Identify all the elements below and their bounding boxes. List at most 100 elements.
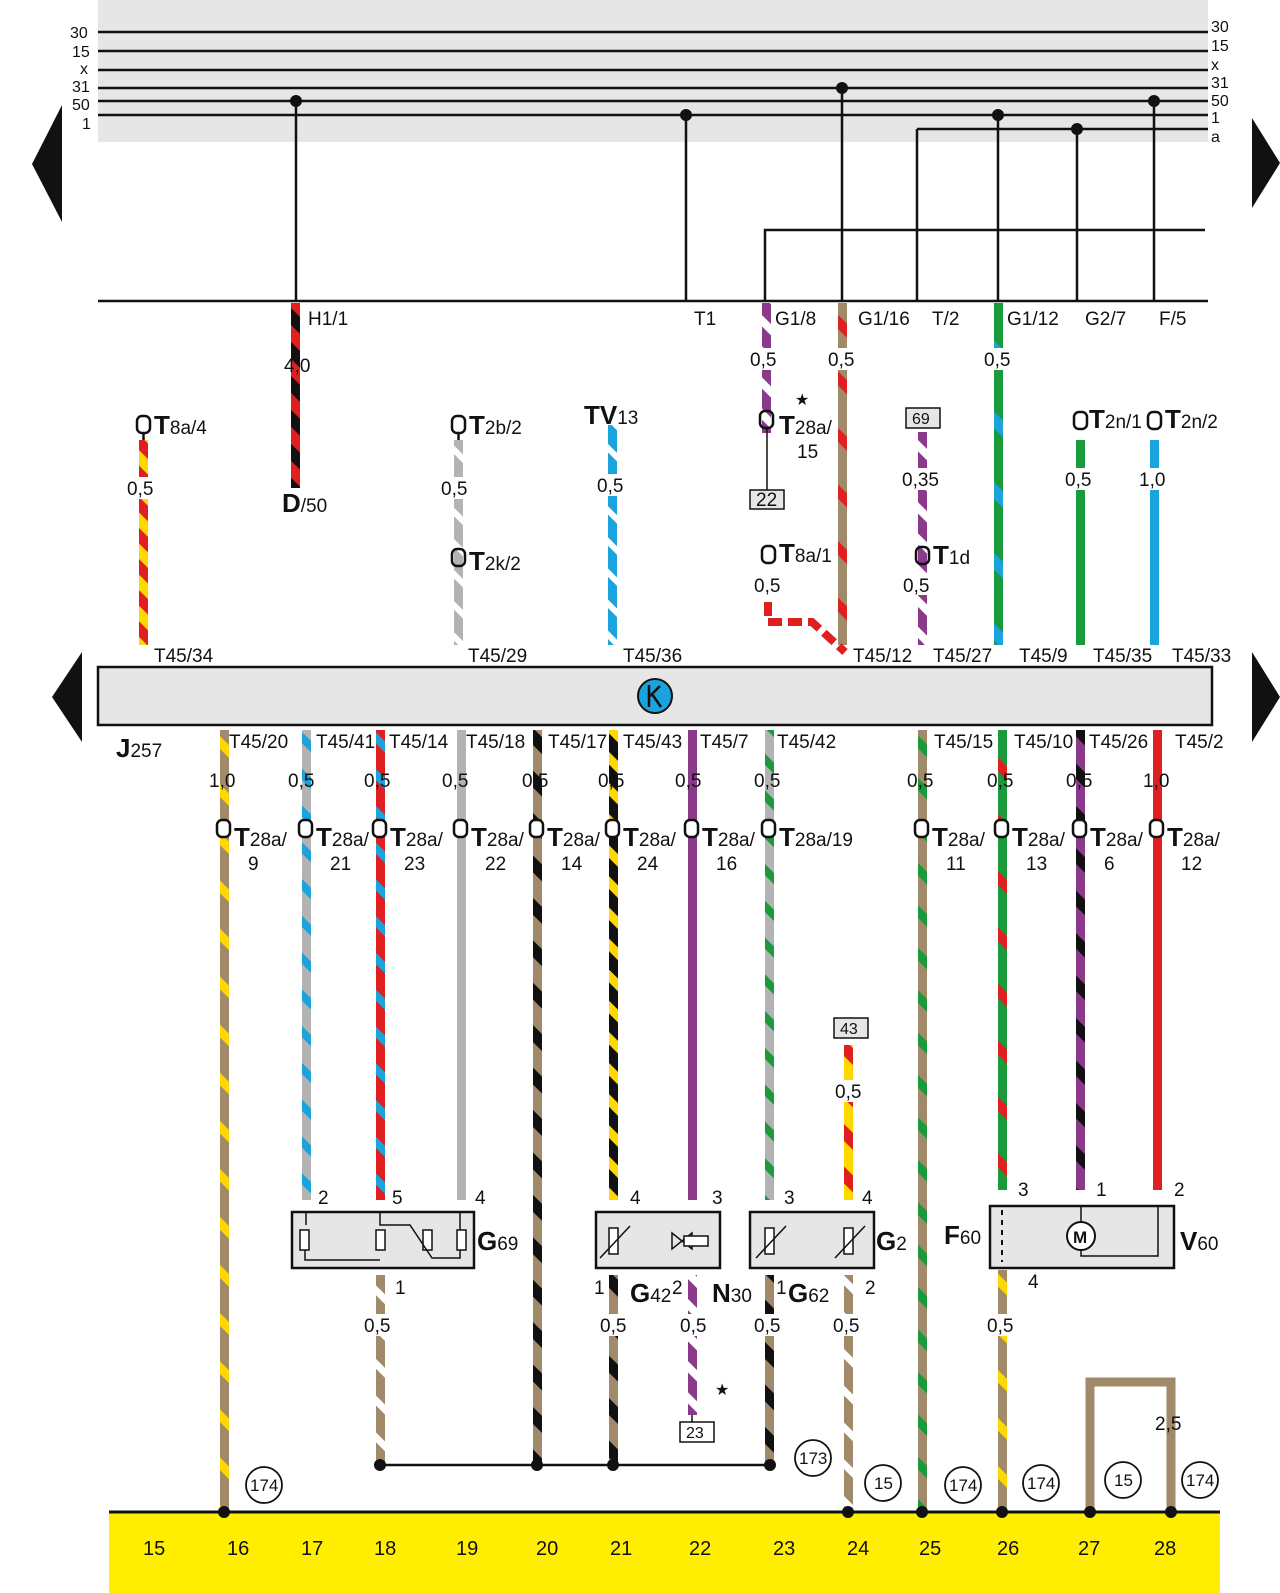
wire-size: 0,5 bbox=[987, 1316, 1013, 1337]
connector-icon bbox=[914, 545, 931, 566]
d50-label: D/50 bbox=[282, 488, 327, 518]
wire-col25 bbox=[918, 730, 927, 1510]
connector-icon bbox=[760, 544, 777, 565]
connector-number: 16 bbox=[716, 854, 737, 875]
k-line-icon bbox=[637, 678, 673, 714]
connector-label: G1/16 bbox=[858, 309, 910, 330]
upper-sizes: 4,0 0,5 0,5 0,5 0,5 0,5 0,5 0,35 0,5 1,0… bbox=[126, 348, 1174, 597]
connector-number: 22 bbox=[485, 854, 506, 875]
t8a1-label: T8a/1 bbox=[779, 538, 832, 568]
wire-col26 bbox=[998, 730, 1007, 1190]
wire-size: 0,5 bbox=[907, 771, 933, 792]
wire-col18 bbox=[376, 730, 385, 1200]
ref-label: 174 bbox=[949, 1476, 977, 1495]
connector-label: T28a/ bbox=[316, 822, 370, 852]
prev-page-arrow[interactable] bbox=[32, 105, 62, 222]
prev-page-arrow-2[interactable] bbox=[52, 652, 82, 742]
connector-icon bbox=[450, 547, 467, 568]
connector-number: 11 bbox=[946, 854, 966, 875]
wire-size: 0,5 bbox=[675, 771, 701, 792]
wire-size: 0,35 bbox=[902, 470, 939, 491]
ref-label: 173 bbox=[799, 1449, 827, 1468]
lower-connector: T28a/14 bbox=[528, 818, 601, 875]
rail-label: 30 bbox=[70, 25, 88, 42]
pin-label: 2 bbox=[318, 1188, 329, 1209]
wire-size: 0,5 bbox=[288, 771, 314, 792]
wire-col16 bbox=[220, 730, 229, 1510]
output-pin: T45/17 bbox=[548, 732, 607, 753]
input-pin: T45/9 bbox=[1019, 646, 1068, 667]
next-page-arrow[interactable] bbox=[1252, 118, 1280, 208]
unit-input-pins: T45/34 T45/29 T45/36 T45/12 T45/27 T45/9… bbox=[154, 646, 1231, 667]
column-number: 21 bbox=[610, 1538, 632, 1560]
connector-icon bbox=[528, 818, 545, 839]
connector-label: T28a/ bbox=[702, 822, 756, 852]
wire-size: 0,5 bbox=[828, 350, 854, 371]
wire-size: 0,5 bbox=[1066, 771, 1092, 792]
column-number: 23 bbox=[773, 1538, 795, 1560]
output-pin: T45/10 bbox=[1014, 732, 1073, 753]
connector-label: T28a/ bbox=[932, 822, 986, 852]
connector-icon bbox=[215, 818, 232, 839]
wire-size: 0,5 bbox=[127, 479, 153, 500]
connector-label: T28a/ bbox=[1012, 822, 1066, 852]
t28a15-label: T28a/ bbox=[779, 410, 833, 440]
wire-size: 0,5 bbox=[987, 771, 1013, 792]
connector-label: T28a/ bbox=[234, 822, 288, 852]
bottom-sizes: 0,5 0,5 0,5 0,5 0,5 0,5 2,5 bbox=[364, 1314, 1181, 1435]
connector-label: G2/7 bbox=[1085, 309, 1126, 330]
t2b2-label: T2b/2 bbox=[469, 410, 522, 440]
ref-box-label: 69 bbox=[912, 411, 930, 428]
wire-size: 0,5 bbox=[597, 476, 623, 497]
input-pin: T45/36 bbox=[623, 646, 682, 667]
connector-label: T28a/ bbox=[471, 822, 525, 852]
wire-col22 bbox=[688, 730, 697, 1200]
connector-icon bbox=[1072, 410, 1089, 431]
connector-number: 23 bbox=[404, 854, 425, 875]
pin-label: 2 bbox=[672, 1278, 683, 1299]
rail-lines bbox=[98, 30, 1208, 131]
rail-label-right: 50 bbox=[1211, 93, 1229, 110]
output-pin: T45/26 bbox=[1089, 732, 1148, 753]
column-number: 19 bbox=[456, 1538, 478, 1560]
ref-box-23 bbox=[679, 1421, 715, 1443]
connector-label: F/5 bbox=[1159, 309, 1186, 330]
column-number: 24 bbox=[847, 1538, 869, 1560]
connector-number: 13 bbox=[1026, 854, 1047, 875]
connector-label: G1/8 bbox=[775, 309, 816, 330]
t1d-label: T1d bbox=[933, 540, 970, 570]
input-pin: T45/27 bbox=[933, 646, 992, 667]
connector-icon bbox=[760, 818, 777, 839]
wire-box69 bbox=[918, 432, 927, 645]
wire-size: 0,5 bbox=[835, 1082, 861, 1103]
pin-label: 2 bbox=[1174, 1180, 1185, 1201]
lower-connector: T28a/22 bbox=[452, 818, 525, 875]
wire-size: 2,5 bbox=[1155, 1414, 1181, 1435]
wire-t2b2 bbox=[454, 440, 463, 645]
component-g69: 2 5 4 1 G69 bbox=[290, 1188, 518, 1299]
pin-label: 2 bbox=[865, 1278, 876, 1299]
lower-wires bbox=[220, 730, 1176, 1510]
rail-label: 50 bbox=[72, 97, 90, 114]
unit-output-pins: T45/20 T45/41 T45/14 T45/18 T45/17 T45/4… bbox=[229, 732, 1224, 753]
wire-t2n2 bbox=[1150, 440, 1159, 645]
wire-size: 0,5 bbox=[750, 350, 776, 371]
output-pin: T45/41 bbox=[316, 732, 375, 753]
wire-size: 0,5 bbox=[1065, 470, 1091, 491]
ref-label: 174 bbox=[1186, 1471, 1214, 1490]
pin-label: 4 bbox=[630, 1188, 641, 1209]
next-page-arrow-2[interactable] bbox=[1252, 652, 1280, 742]
wire-col23 bbox=[765, 730, 774, 1200]
wire-size: 0,5 bbox=[754, 576, 780, 597]
output-pin: T45/7 bbox=[700, 732, 749, 753]
wire-size: 0,5 bbox=[833, 1316, 859, 1337]
pin-label: 3 bbox=[712, 1188, 723, 1209]
rail-label-right: 1 bbox=[1211, 110, 1220, 127]
upper-connectors: T8a/4 D/50 T2b/2 T2k/2 TV13 T28a/ 15 ★ 2… bbox=[135, 392, 1218, 576]
connector-number: 12 bbox=[1181, 854, 1202, 875]
connector-label: H1/1 bbox=[308, 309, 348, 330]
component-g62-g2: 3 1 4 2 G62 G2 bbox=[748, 1188, 907, 1308]
connector-label: T28a/19 bbox=[779, 822, 853, 852]
connector-number: 14 bbox=[561, 854, 583, 875]
wire-size: 0,5 bbox=[364, 1316, 390, 1337]
